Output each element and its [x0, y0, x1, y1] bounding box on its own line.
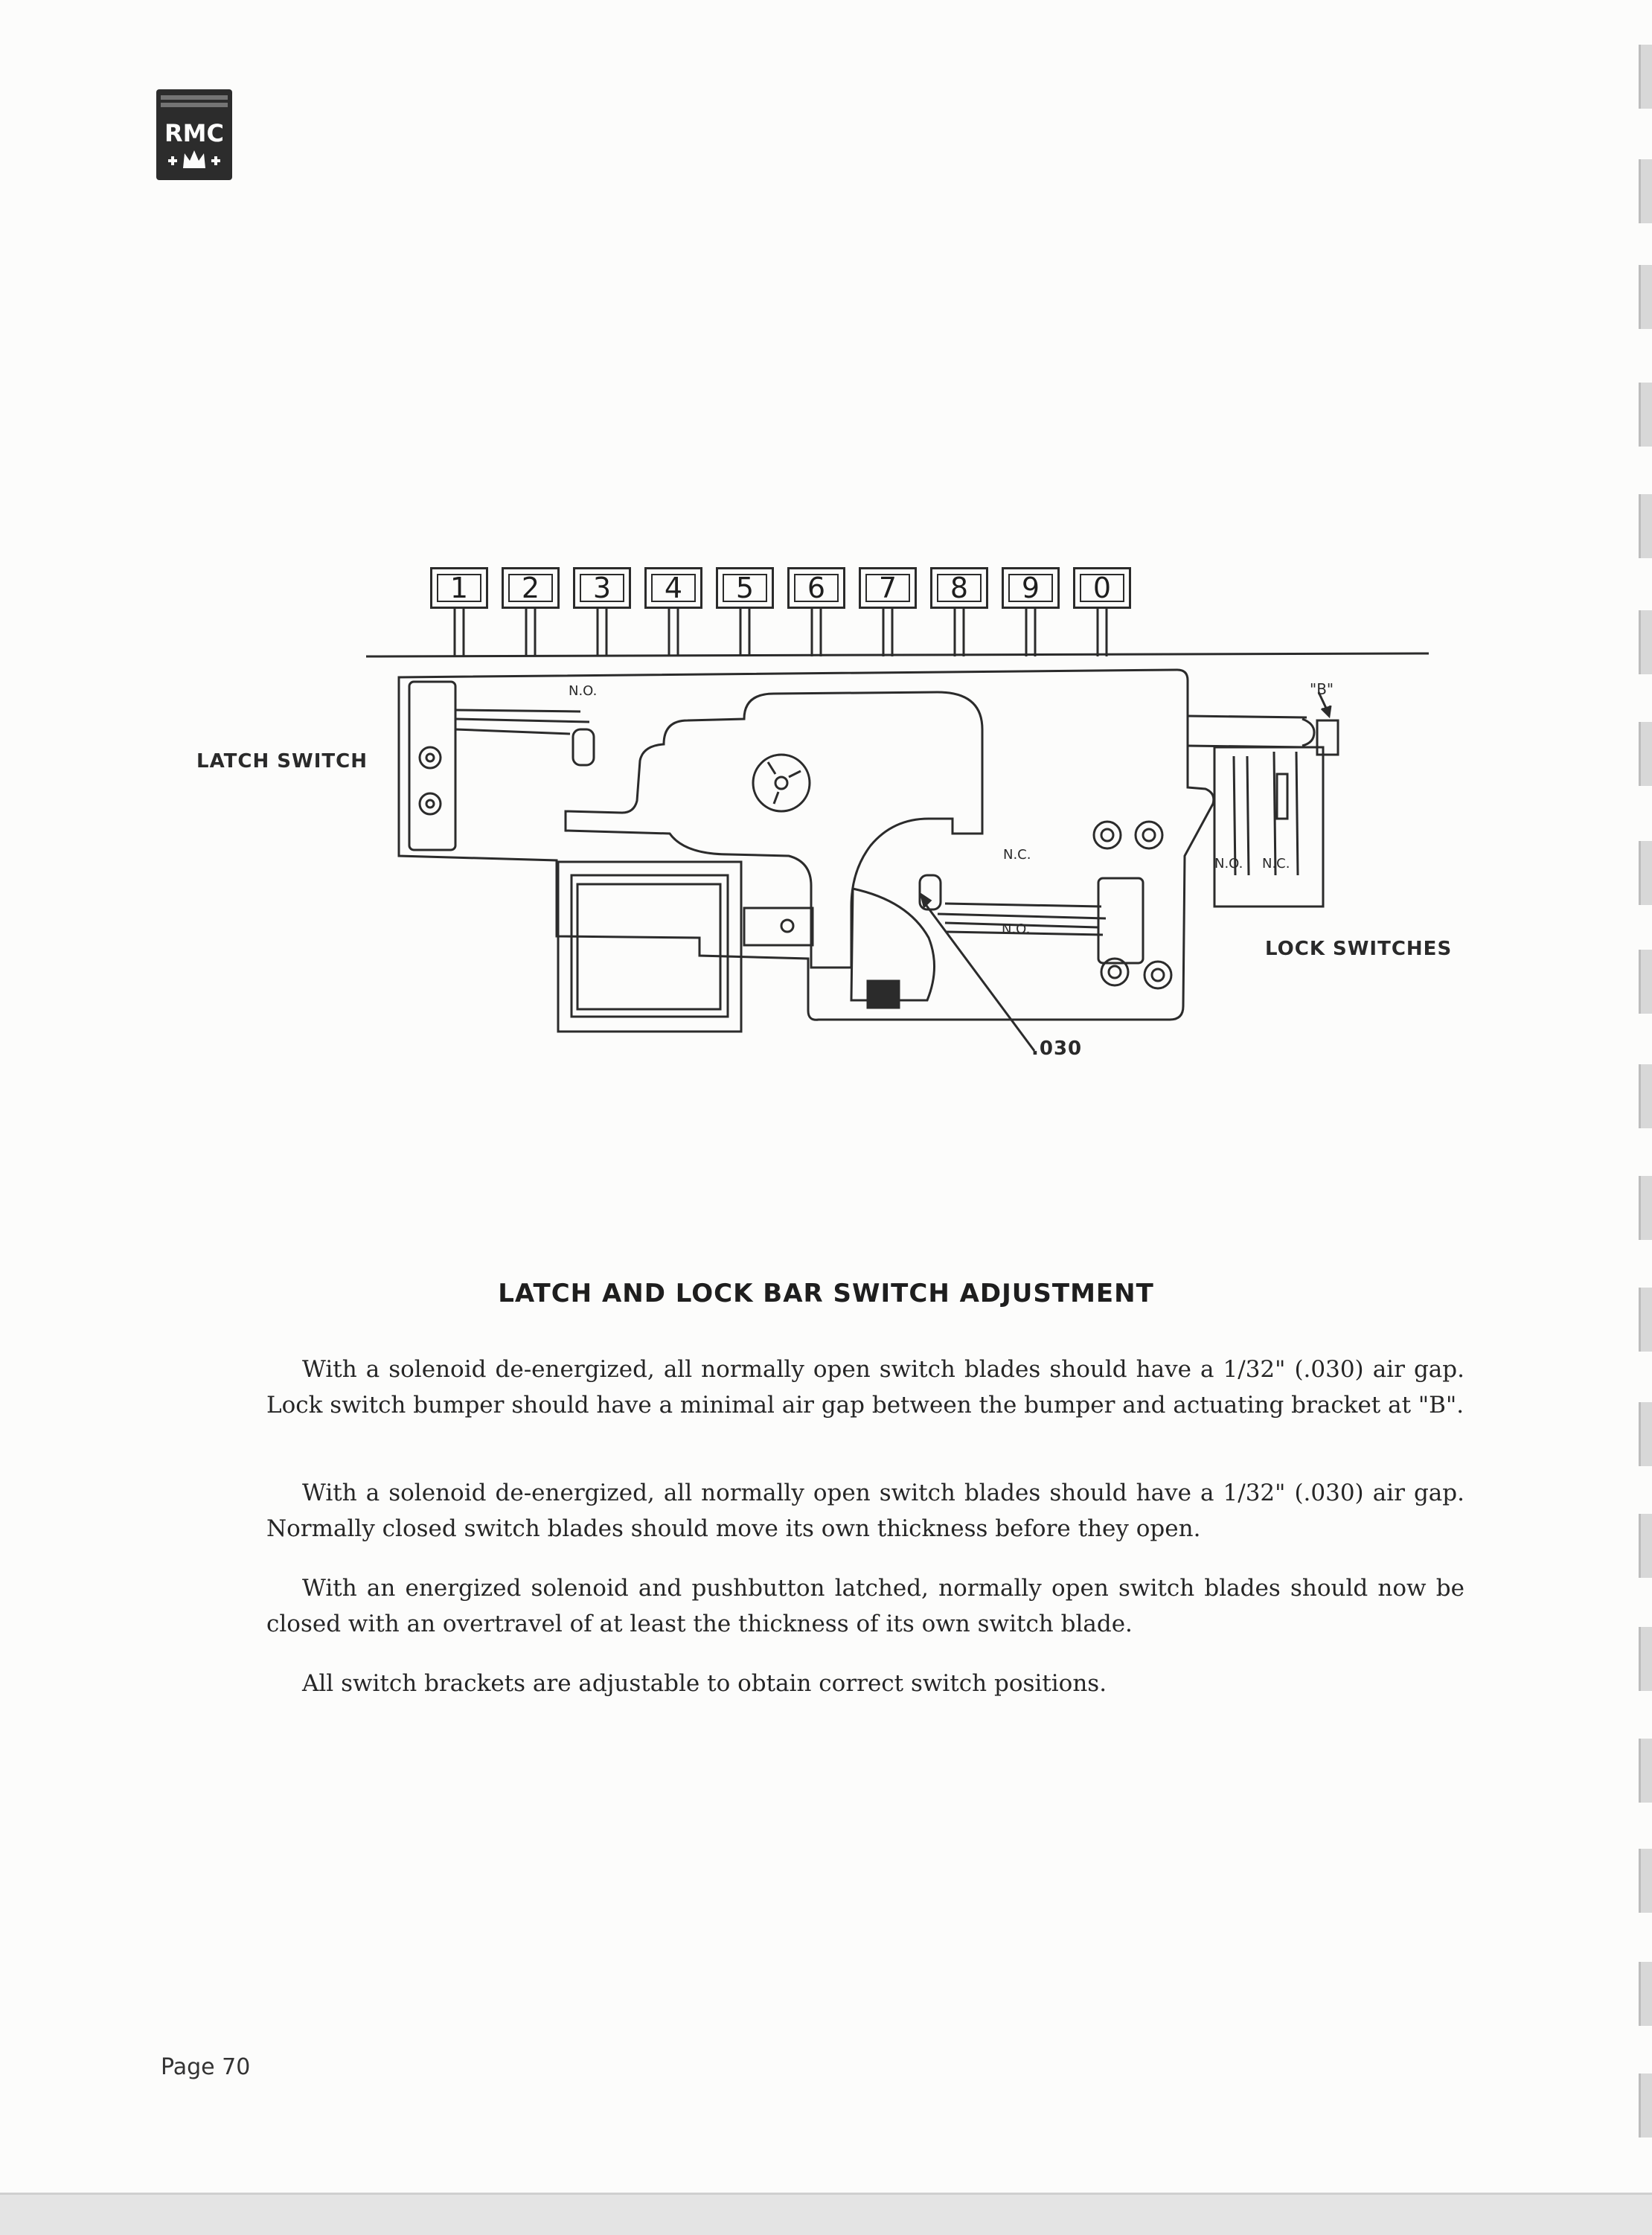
pushbutton-inner-frame — [437, 574, 481, 602]
pushbutton-6: 6 — [787, 567, 845, 609]
pushbutton-1: 1 — [430, 567, 488, 609]
b-marker-label: "B" — [1310, 680, 1334, 698]
index-tab — [1639, 2073, 1652, 2138]
pushbutton-inner-frame — [580, 574, 624, 602]
no-label-right: N.O. — [1214, 856, 1243, 872]
pushbutton-5: 5 — [716, 567, 774, 609]
pushbutton-inner-frame — [1080, 574, 1124, 602]
index-tab — [1639, 841, 1652, 905]
pushbutton-label: 0 — [1092, 572, 1112, 604]
pushbutton-3: 3 — [573, 567, 631, 609]
index-tab — [1639, 265, 1652, 329]
rmc-logo: RMC — [156, 89, 232, 180]
pushbutton-inner-frame — [1008, 574, 1053, 602]
pushbutton-inner-frame — [723, 574, 767, 602]
latch-switch-label: LATCH SWITCH — [196, 750, 368, 773]
pushbutton-inner-frame — [865, 574, 910, 602]
index-tab — [1639, 610, 1652, 674]
no-label-center: N.O. — [1002, 921, 1031, 937]
index-tab — [1639, 722, 1652, 786]
pushbutton-label: 5 — [735, 572, 755, 604]
pushbutton-label: 7 — [878, 572, 897, 604]
index-tab — [1639, 1402, 1652, 1466]
pushbutton-label: 6 — [807, 572, 826, 604]
switch-diagram-drawing — [365, 609, 1430, 1052]
index-tab — [1639, 1288, 1652, 1352]
pushbutton-label: 1 — [449, 572, 469, 604]
paragraph-3: With an energized solenoid and pushbutto… — [266, 1575, 1464, 1637]
lock-switches-label: LOCK SWITCHES — [1265, 938, 1453, 960]
index-tab — [1639, 1627, 1652, 1691]
pushbutton-8: 8 — [930, 567, 988, 609]
index-tab — [1639, 159, 1652, 223]
index-tab — [1639, 1739, 1652, 1803]
page-number: Page 70 — [161, 2054, 251, 2080]
pushbutton-4: 4 — [644, 567, 702, 609]
gap-dimension-label: .030 — [1031, 1037, 1083, 1060]
index-tab — [1639, 1064, 1652, 1128]
nc-label-right: N.C. — [1262, 856, 1290, 872]
nc-label-center: N.C. — [1003, 847, 1031, 863]
index-tab — [1639, 950, 1652, 1014]
index-tab — [1639, 45, 1652, 109]
index-tab — [1639, 383, 1652, 447]
paragraph-4: All switch brackets are adjustable to ob… — [302, 1670, 1107, 1697]
pushbutton-label: 4 — [664, 572, 683, 604]
index-tab — [1639, 1849, 1652, 1913]
pushbutton-inner-frame — [651, 574, 696, 602]
paragraph-1: With a solenoid de-energized, all normal… — [266, 1356, 1464, 1419]
logo-text: RMC — [164, 119, 224, 147]
index-tab — [1639, 1176, 1652, 1240]
pushbutton-label: 2 — [521, 572, 540, 604]
pushbutton-inner-frame — [937, 574, 982, 602]
pushbutton-7: 7 — [859, 567, 917, 609]
scan-bottom-edge — [0, 2193, 1652, 2235]
pushbutton-inner-frame — [508, 574, 553, 602]
pushbutton-label: 9 — [1021, 572, 1040, 604]
switch-diagram: 1 2 3 4 5 6 7 8 9 0 LATCH SWITCH LOCK SWITCHES N.… — [196, 551, 1488, 1087]
index-tab — [1639, 1514, 1652, 1578]
pushbutton-0: 0 — [1073, 567, 1131, 609]
section-title: LATCH AND LOCK BAR SWITCH ADJUSTMENT — [498, 1279, 1154, 1308]
pushbutton-inner-frame — [794, 574, 839, 602]
pushbutton-9: 9 — [1002, 567, 1060, 609]
crown-icon — [168, 150, 220, 168]
pushbutton-label: 3 — [592, 572, 612, 604]
paragraph-2: With a solenoid de-energized, all normal… — [266, 1480, 1464, 1542]
pushbutton-label: 8 — [950, 572, 969, 604]
no-label-top: N.O. — [569, 683, 598, 699]
index-tab — [1639, 494, 1652, 558]
pushbutton-2: 2 — [502, 567, 560, 609]
index-tab — [1639, 1962, 1652, 2026]
